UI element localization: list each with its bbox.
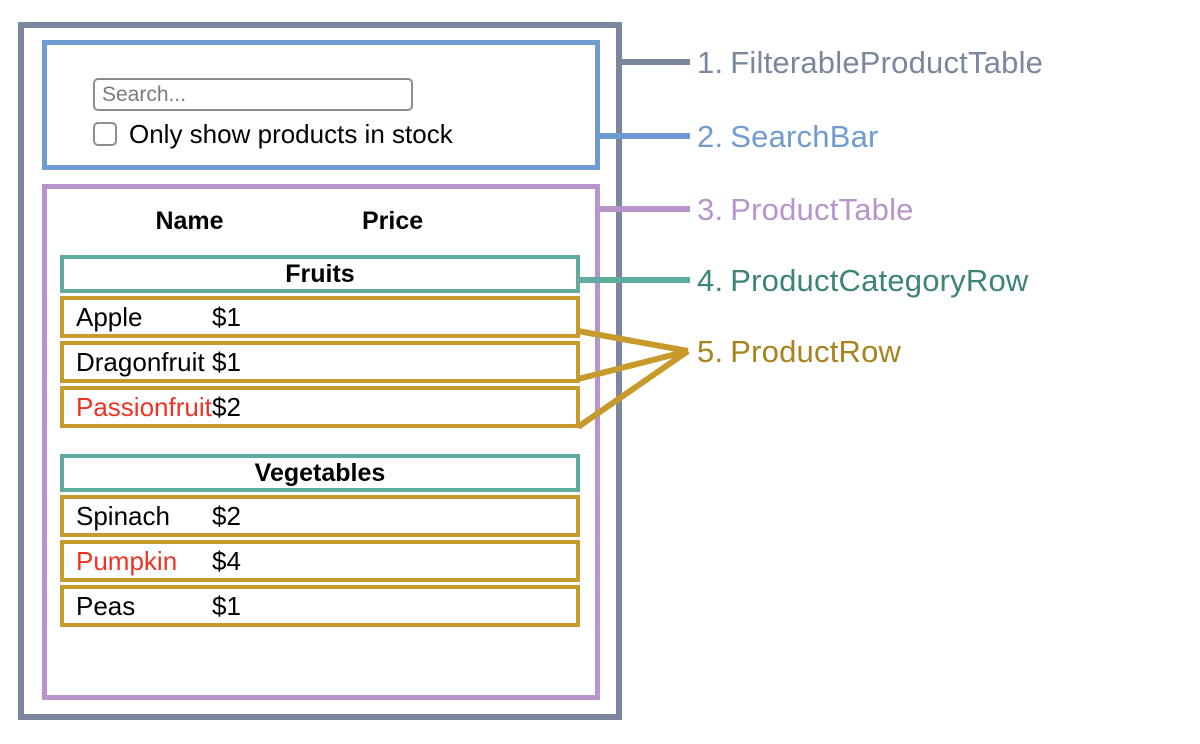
legend-item-3: 3.ProductTable	[697, 192, 914, 228]
product-row: Passionfruit $2	[60, 386, 580, 428]
in-stock-checkbox[interactable]	[93, 122, 117, 146]
legend-label-5: ProductRow	[730, 334, 902, 369]
product-table-boundary: Name Price Fruits Apple $1 Dragonfruit $…	[42, 184, 600, 700]
product-row: Apple $1	[60, 296, 580, 338]
legend-number-5: 5.	[697, 334, 724, 369]
legend-item-4: 4.ProductCategoryRow	[697, 263, 1029, 299]
legend-number-4: 4.	[697, 263, 724, 298]
product-category-label: Fruits	[285, 259, 355, 288]
product-name: Peas	[76, 591, 136, 621]
product-price: $1	[212, 302, 241, 332]
legend-label-1: FilterableProductTable	[730, 45, 1044, 80]
product-name: Apple	[76, 302, 143, 332]
legend-number-2: 2.	[697, 119, 724, 154]
legend-label-3: ProductTable	[730, 192, 914, 227]
product-row: Spinach $2	[60, 495, 580, 537]
product-category-row: Vegetables	[60, 454, 580, 492]
product-table-header: Name Price	[47, 203, 595, 239]
legend-item-2: 2.SearchBar	[697, 119, 879, 155]
product-price: $2	[212, 501, 241, 531]
product-row: Dragonfruit $1	[60, 341, 580, 383]
product-rows-container: Fruits Apple $1 Dragonfruit $1 Passionfr…	[60, 255, 580, 630]
product-row: Peas $1	[60, 585, 580, 627]
product-price: $1	[212, 347, 241, 377]
product-row: Pumpkin $4	[60, 540, 580, 582]
in-stock-filter-row[interactable]: Only show products in stock	[93, 121, 453, 147]
legend-item-5: 5.ProductRow	[697, 334, 901, 370]
column-header-price: Price	[362, 206, 424, 235]
search-bar-boundary: Only show products in stock	[42, 40, 600, 170]
product-name: Spinach	[76, 501, 170, 531]
legend-label-4: ProductCategoryRow	[730, 263, 1029, 298]
search-input[interactable]	[93, 78, 413, 111]
product-name: Passionfruit	[76, 392, 212, 422]
product-name: Dragonfruit	[76, 347, 205, 377]
legend-number-1: 1.	[697, 45, 724, 80]
legend-item-1: 1.FilterableProductTable	[697, 45, 1043, 81]
product-price: $4	[212, 546, 241, 576]
column-header-name: Name	[155, 206, 224, 235]
product-price: $2	[212, 392, 241, 422]
product-price: $1	[212, 591, 241, 621]
product-name: Pumpkin	[76, 546, 178, 576]
in-stock-checkbox-label: Only show products in stock	[129, 119, 453, 149]
group-spacer	[60, 431, 580, 454]
product-category-label: Vegetables	[254, 458, 386, 487]
legend-label-2: SearchBar	[730, 119, 879, 154]
legend-number-3: 3.	[697, 192, 724, 227]
product-category-row: Fruits	[60, 255, 580, 293]
